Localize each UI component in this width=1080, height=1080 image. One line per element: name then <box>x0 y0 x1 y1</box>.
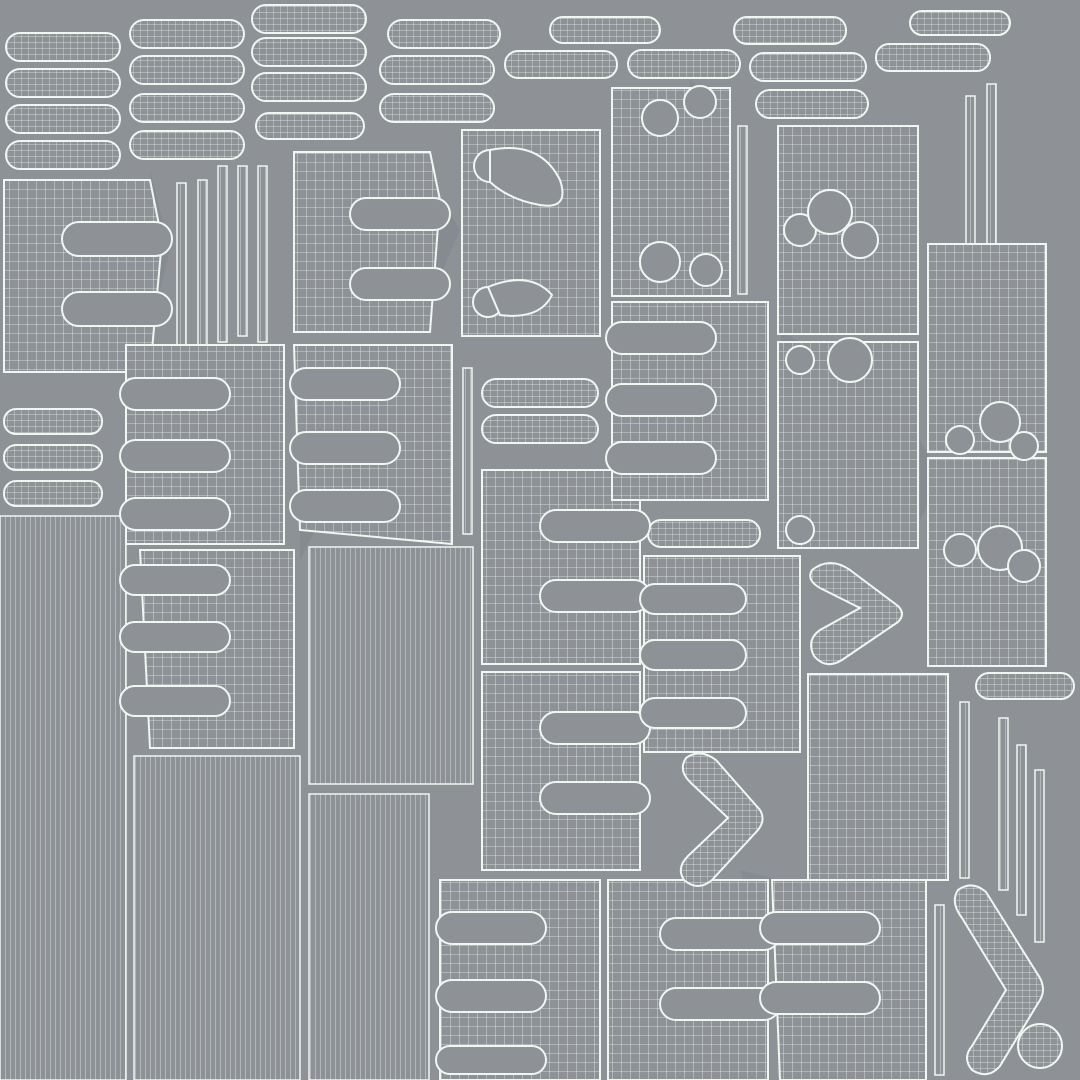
chevron-islands <box>679 562 1044 1076</box>
uv-strip <box>934 904 945 1076</box>
uv-strip <box>1016 744 1027 916</box>
uv-pill <box>481 378 599 408</box>
uv-pill <box>5 104 121 134</box>
uv-comb-panel <box>770 879 927 1080</box>
uv-pill <box>549 16 661 44</box>
uv-pill <box>129 19 245 49</box>
uv-pill <box>3 408 103 435</box>
uv-pill <box>5 32 121 62</box>
uv-pill <box>755 89 869 119</box>
uv-strip <box>959 701 970 879</box>
uv-hole-panel <box>777 341 919 549</box>
uv-comb-panel <box>607 879 769 1080</box>
uv-pill <box>875 43 991 72</box>
hole-panels <box>461 87 1047 667</box>
uv-chevron <box>953 884 1044 1076</box>
pill-islands-center <box>481 378 1075 700</box>
uv-strip <box>986 83 997 255</box>
uv-pill <box>909 10 1011 36</box>
uv-pill <box>255 112 365 140</box>
uv-panel-striped <box>308 793 430 1080</box>
uv-pill <box>387 19 501 49</box>
uv-pill <box>481 414 599 444</box>
uv-hole-panel <box>927 243 1047 453</box>
uv-strip <box>197 179 208 351</box>
uv-strip <box>998 717 1009 891</box>
uv-strip <box>737 125 748 295</box>
uv-pill <box>749 52 867 82</box>
uv-pill <box>129 93 245 123</box>
uv-pill <box>129 55 245 85</box>
uv-chevron <box>679 752 764 887</box>
uv-pill <box>647 519 761 548</box>
uv-panel-striped <box>133 755 301 1080</box>
uv-pill <box>3 480 103 507</box>
uv-chevron <box>809 562 903 666</box>
uv-pill <box>627 49 741 79</box>
striped-panels <box>0 515 474 1080</box>
uv-pill <box>5 140 121 170</box>
comb-slots <box>61 197 881 1075</box>
uv-strip <box>217 165 228 343</box>
uv-pill <box>251 37 367 67</box>
uv-strip <box>965 95 976 267</box>
pill-islands-left <box>3 408 103 507</box>
thin-strips <box>176 83 1045 1076</box>
uv-pill <box>504 50 618 79</box>
uv-pill <box>129 130 245 160</box>
uv-panel-striped <box>0 515 127 1080</box>
uv-pill <box>251 72 367 102</box>
uv-pill <box>733 16 847 45</box>
uv-pill <box>5 68 121 98</box>
uv-strip <box>462 367 473 535</box>
uv-comb-panel <box>293 151 442 333</box>
pill-islands-top <box>5 4 1011 170</box>
uv-pill <box>379 55 495 85</box>
uv-pill <box>379 93 495 123</box>
uv-strip <box>237 165 248 337</box>
uv-comb-panel <box>3 179 164 373</box>
uv-strip <box>257 165 268 343</box>
uv-strip <box>1034 769 1045 943</box>
uv-panel-striped <box>308 546 474 785</box>
uv-pill <box>975 672 1075 700</box>
uv-comb-panel <box>807 673 949 881</box>
uv-comb-panel <box>481 671 641 871</box>
uv-pill <box>3 444 103 471</box>
panel-holes <box>472 85 1041 583</box>
uv-strip <box>176 182 187 352</box>
uv-pill <box>251 4 367 34</box>
uv-circle-island <box>1017 1023 1063 1069</box>
